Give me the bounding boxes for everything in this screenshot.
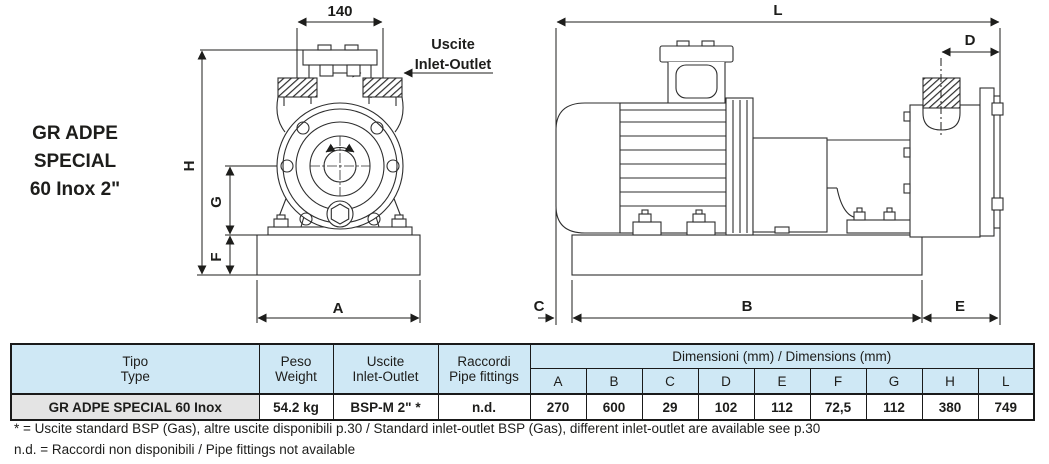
col-header-type-it: Tipo bbox=[122, 353, 149, 369]
side-dimension-labels: L D C B E bbox=[534, 2, 976, 315]
cell-inlet-outlet: BSP-M 2" * bbox=[332, 393, 439, 421]
dim-label-c: C bbox=[534, 298, 545, 315]
cell-dim-b: 600 bbox=[585, 393, 643, 421]
dim-label-g: G bbox=[208, 196, 225, 208]
dim-label-b: B bbox=[742, 298, 753, 315]
title-line-3: 60 Inox 2" bbox=[29, 179, 121, 200]
pump-side-view-drawing: L D C B E bbox=[534, 2, 1004, 325]
footnotes: * = Uscite standard BSP (Gas), altre usc… bbox=[14, 418, 1034, 460]
cell-dim-a: 270 bbox=[529, 393, 587, 421]
col-header-weight-en: Weight bbox=[275, 369, 317, 384]
front-pump-body bbox=[256, 44, 421, 276]
col-header-fittings-en: Pipe fittings bbox=[449, 369, 519, 384]
front-dimension-labels: H G F 140 A Uscite Inlet-Outlet bbox=[183, 3, 491, 317]
footnote-asterisk: * = Uscite standard BSP (Gas), altre usc… bbox=[14, 421, 821, 436]
dim-col-c: C bbox=[641, 368, 699, 395]
cell-dim-d: 102 bbox=[697, 393, 755, 421]
col-header-fittings-it: Raccordi bbox=[457, 353, 511, 369]
col-header-type: Tipo Type bbox=[10, 343, 260, 395]
dim-label-e: E bbox=[955, 298, 965, 315]
title-line-1: GR ADPE bbox=[32, 123, 118, 144]
table-row: GR ADPE SPECIAL 60 Inox 54.2 kg BSP-M 2"… bbox=[10, 393, 1035, 421]
dim-col-h: H bbox=[921, 368, 979, 395]
dimensions-group-header: Dimensioni (mm) / Dimensions (mm) bbox=[529, 343, 1035, 369]
dim-label-a: A bbox=[333, 300, 344, 317]
inlet-outlet-callout-en: Inlet-Outlet bbox=[415, 57, 492, 73]
dim-label-f: F bbox=[208, 252, 225, 261]
pump-front-view-drawing: H G F 140 A Uscite Inlet-Outlet bbox=[183, 3, 493, 323]
cell-dim-e: 112 bbox=[753, 393, 811, 421]
title-line-2: SPECIAL bbox=[33, 151, 117, 172]
cell-weight: 54.2 kg bbox=[258, 393, 334, 421]
col-header-fittings: Raccordi Pipe fittings bbox=[437, 343, 531, 395]
col-header-type-en: Type bbox=[120, 369, 150, 384]
cell-fittings: n.d. bbox=[437, 393, 531, 421]
col-header-weight: Peso Weight bbox=[258, 343, 334, 395]
inlet-outlet-callout-it: Uscite bbox=[431, 37, 475, 53]
col-header-inlet-outlet-it: Uscite bbox=[366, 353, 405, 369]
dimensions-table: Tipo Type Peso Weight Uscite Inlet-Outle… bbox=[10, 343, 1035, 421]
dim-col-f: F bbox=[809, 368, 867, 395]
cell-pump-type: GR ADPE SPECIAL 60 Inox bbox=[10, 393, 260, 421]
dim-col-a: A bbox=[529, 368, 587, 395]
cell-dim-g: 112 bbox=[865, 393, 923, 421]
dim-col-g: G bbox=[865, 368, 923, 395]
side-pump-body bbox=[555, 40, 1004, 276]
cell-dim-l: 749 bbox=[977, 393, 1035, 421]
cell-dim-h: 380 bbox=[921, 393, 979, 421]
col-header-inlet-outlet-en: Inlet-Outlet bbox=[352, 369, 419, 384]
cell-dim-c: 29 bbox=[641, 393, 699, 421]
dim-label-140: 140 bbox=[327, 3, 352, 20]
page-title: GR ADPE SPECIAL 60 Inox 2" bbox=[12, 120, 138, 204]
dim-label-l: L bbox=[773, 2, 782, 19]
dim-label-d: D bbox=[965, 32, 976, 49]
dim-col-l: L bbox=[977, 368, 1035, 395]
dim-label-h: H bbox=[183, 161, 198, 172]
dim-col-e: E bbox=[753, 368, 811, 395]
cell-dim-f: 72,5 bbox=[809, 393, 867, 421]
dim-col-b: B bbox=[585, 368, 643, 395]
col-header-weight-it: Peso bbox=[280, 353, 312, 369]
col-header-inlet-outlet: Uscite Inlet-Outlet bbox=[332, 343, 439, 395]
dim-col-d: D bbox=[697, 368, 755, 395]
footnote-nd: n.d. = Raccordi non disponibili / Pipe f… bbox=[14, 442, 356, 457]
